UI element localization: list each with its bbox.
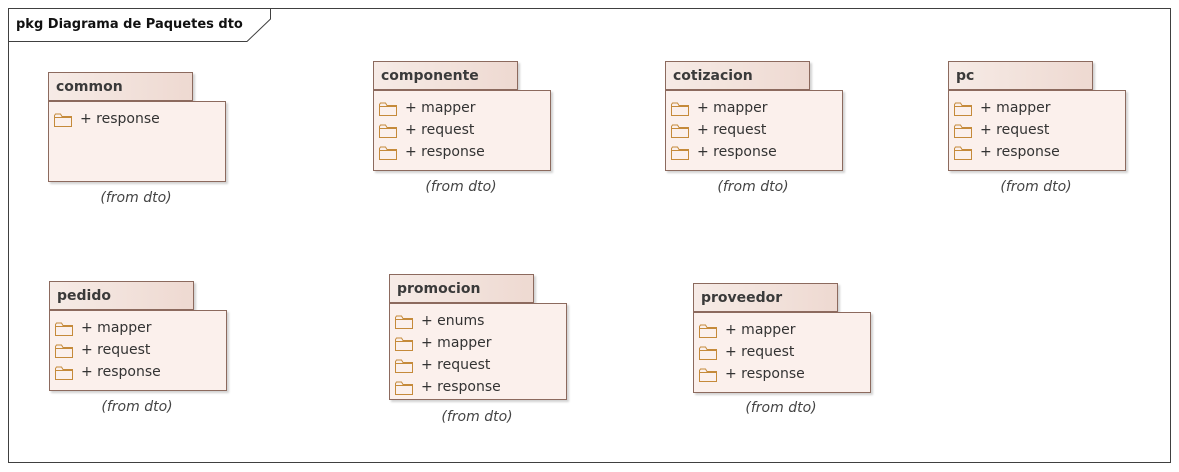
package-tab: common	[48, 72, 193, 101]
folder-icon	[54, 113, 72, 127]
package-tab: proveedor	[693, 283, 838, 312]
subpackage-label: + mapper	[81, 320, 152, 336]
package-body: + mapper + request + response	[693, 312, 871, 393]
folder-icon	[55, 344, 73, 358]
subpackage-label: + mapper	[697, 100, 768, 116]
folder-icon	[395, 381, 413, 395]
subpackage-label: + enums	[421, 313, 485, 329]
subpackage-label: + mapper	[725, 322, 796, 338]
folder-icon	[954, 146, 972, 160]
subpackage-label: + response	[81, 364, 161, 380]
package-name: componente	[381, 68, 479, 84]
package-tab: pc	[948, 61, 1093, 90]
folder-icon	[699, 324, 717, 338]
subpackage-label: + response	[697, 144, 777, 160]
package-body: + enums + mapper + request + response	[389, 303, 567, 400]
package-body: + mapper + request + response	[373, 90, 551, 171]
subpackage-label: + request	[697, 122, 767, 138]
folder-icon	[395, 315, 413, 329]
folder-icon	[954, 124, 972, 138]
subpackage-label: + mapper	[980, 100, 1051, 116]
folder-icon	[699, 346, 717, 360]
subpackage-label: + response	[980, 144, 1060, 160]
subpackage-label: + request	[421, 357, 491, 373]
subpackage-label: + response	[421, 379, 501, 395]
subpackage-label: + request	[980, 122, 1050, 138]
from-label: (from dto)	[745, 400, 817, 416]
diagram-title: pkg Diagrama de Paquetes dto	[16, 17, 243, 32]
folder-icon	[671, 102, 689, 116]
subpackage-label: + response	[80, 111, 160, 127]
package-body: + mapper + request + response	[948, 90, 1126, 171]
subpackage-label: + request	[81, 342, 151, 358]
subpackage-label: + response	[405, 144, 485, 160]
frame-title-tab	[9, 9, 271, 42]
from-label: (from dto)	[100, 190, 172, 206]
package-name: pedido	[57, 288, 111, 304]
package-body: + mapper + request + response	[49, 310, 227, 391]
folder-icon	[671, 146, 689, 160]
package-name: proveedor	[701, 290, 783, 306]
package-tab: componente	[373, 61, 518, 90]
package-name: cotizacion	[673, 68, 753, 84]
folder-icon	[395, 337, 413, 351]
from-label: (from dto)	[1000, 179, 1072, 195]
from-label: (from dto)	[425, 179, 497, 195]
subpackage-label: + response	[725, 366, 805, 382]
subpackage-label: + request	[405, 122, 475, 138]
package-name: common	[56, 79, 123, 95]
diagram-frame: pkg Diagrama de Paquetes dto	[8, 8, 1171, 463]
folder-icon	[699, 368, 717, 382]
package-name: promocion	[397, 281, 481, 297]
from-label: (from dto)	[441, 409, 513, 425]
package-tab: promocion	[389, 274, 534, 303]
package-body: + response	[48, 101, 226, 182]
folder-icon	[395, 359, 413, 373]
folder-icon	[671, 124, 689, 138]
folder-icon	[379, 146, 397, 160]
package-tab: pedido	[49, 281, 194, 310]
subpackage-label: + mapper	[421, 335, 492, 351]
folder-icon	[55, 366, 73, 380]
package-name: pc	[956, 68, 975, 84]
from-label: (from dto)	[717, 179, 789, 195]
folder-icon	[55, 322, 73, 336]
from-label: (from dto)	[101, 399, 173, 415]
subpackage-label: + mapper	[405, 100, 476, 116]
folder-icon	[954, 102, 972, 116]
folder-icon	[379, 124, 397, 138]
folder-icon	[379, 102, 397, 116]
package-tab: cotizacion	[665, 61, 810, 90]
package-body: + mapper + request + response	[665, 90, 843, 171]
subpackage-label: + request	[725, 344, 795, 360]
